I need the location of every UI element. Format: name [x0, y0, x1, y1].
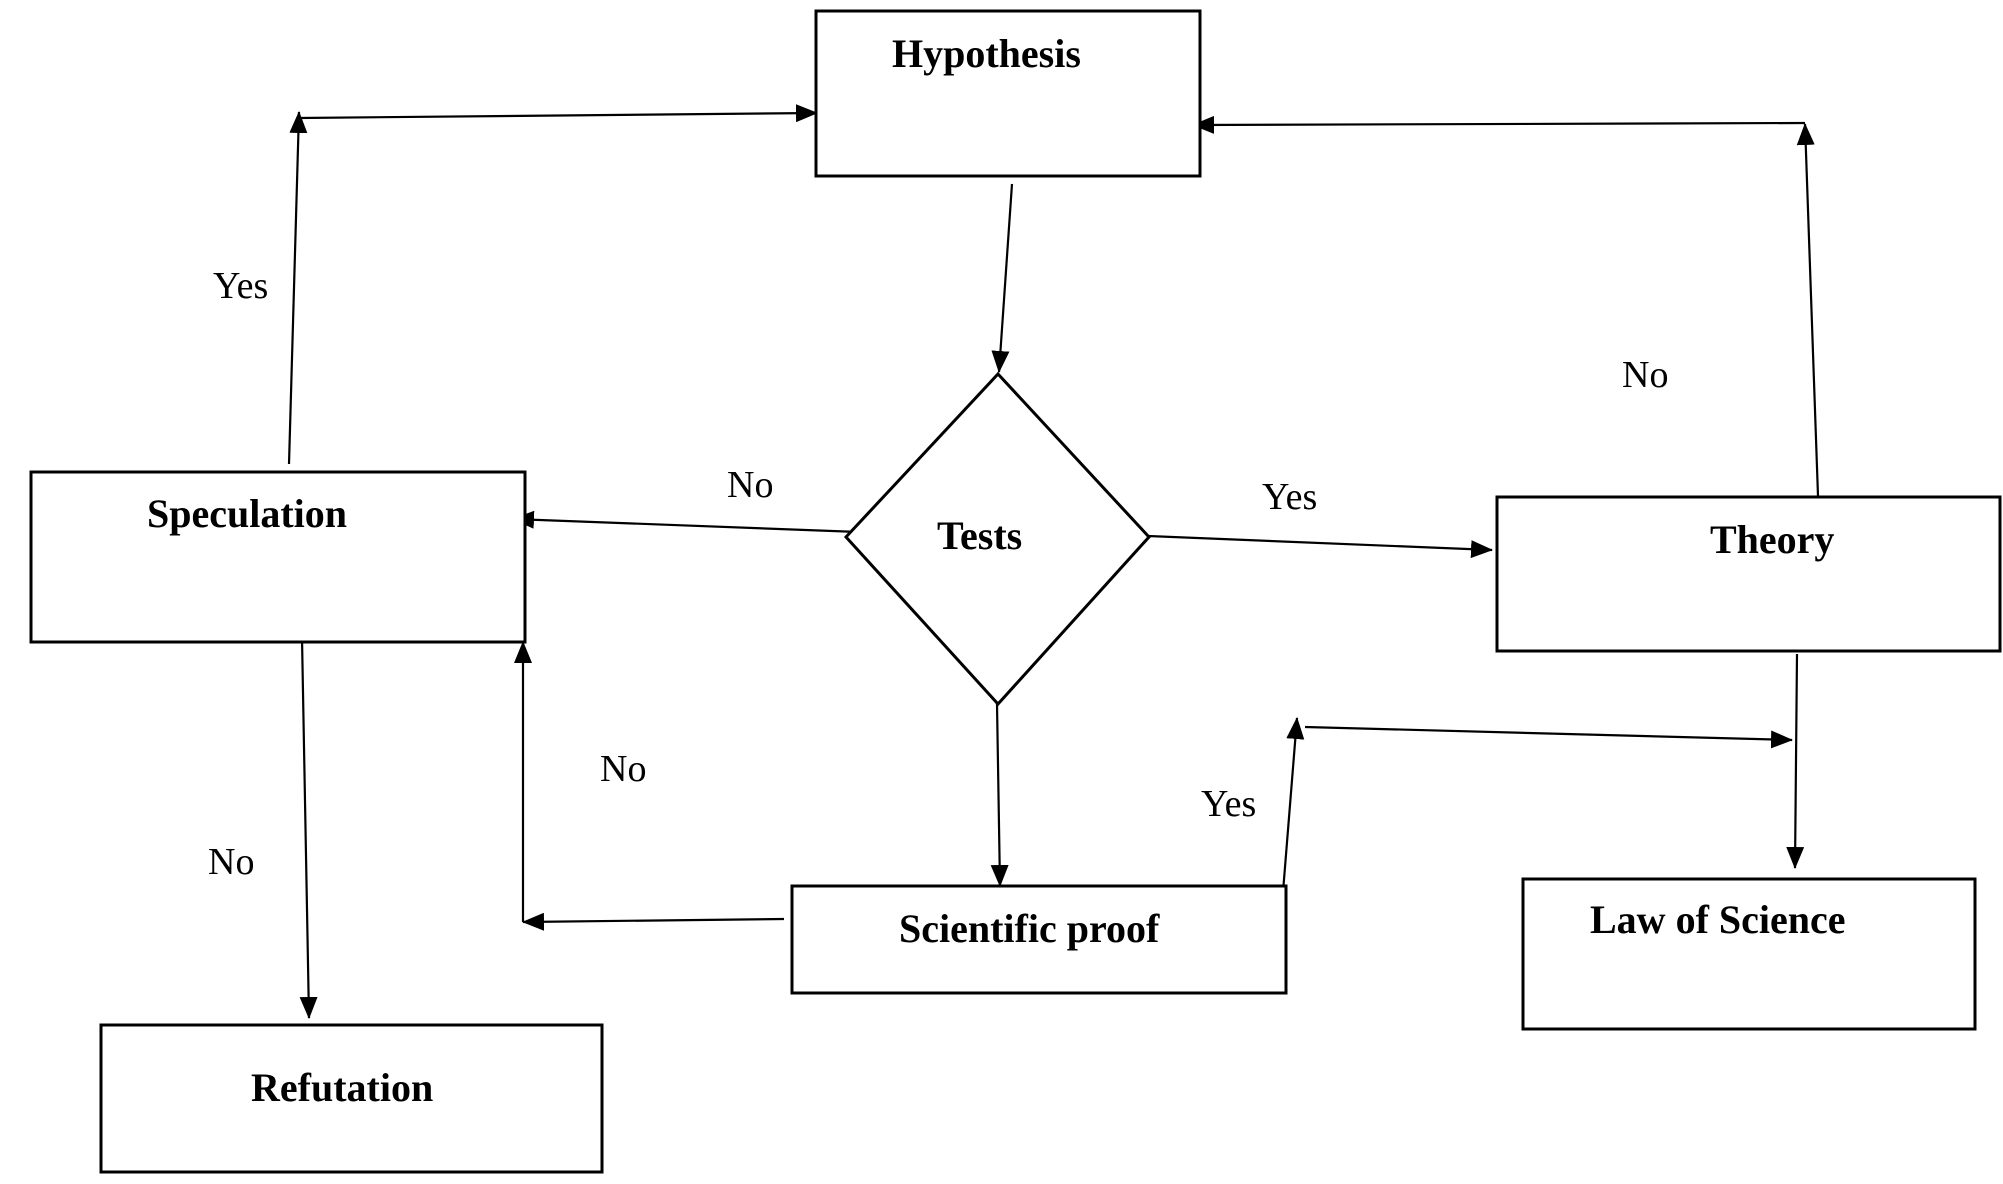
speculation-label: Speculation [147, 491, 347, 536]
speculation-box [29, 470, 527, 644]
edge-label-proof-no: No [600, 748, 646, 790]
law-of-science-label: Law of Science [1590, 897, 1846, 942]
hypothesis-label: Hypothesis [892, 31, 1081, 76]
nodes [29, 9, 2002, 1174]
law-of-science-box [1521, 877, 1977, 1031]
edge-label-theory-no: No [1622, 354, 1668, 396]
edges [287, 104, 1820, 1019]
edge-label-tests-yes: Yes [1262, 476, 1317, 518]
edge-tests-to-proof [990, 703, 1009, 887]
edge-speculation-up [287, 111, 308, 465]
edge-hypothesis-to-tests [991, 183, 1014, 373]
tests-label: Tests [937, 513, 1022, 558]
edge-tests-to-speculation [512, 510, 860, 534]
tests-diamond [843, 371, 1152, 707]
node-labels: Hypothesis Tests Speculation Theory Scie… [147, 31, 1846, 1110]
edge-label-tests-no: No [727, 464, 773, 506]
scientific-proof-label: Scientific proof [899, 906, 1160, 951]
edge-proof-left [522, 912, 785, 931]
hypothesis-box [814, 9, 1202, 178]
edge-tests-to-theory [1147, 534, 1493, 559]
edge-to-hypothesis-left [298, 104, 818, 123]
edge-label-speculation-yes: Yes [213, 265, 268, 307]
edge-theory-to-law [1786, 653, 1805, 869]
edge-speculation-to-refutation [299, 637, 318, 1019]
refutation-box [99, 1023, 604, 1174]
scientific-proof-box [790, 884, 1288, 995]
edge-to-law-horizontal [1304, 725, 1793, 749]
edge-theory-up [1796, 123, 1820, 497]
edge-labels: Yes No Yes No No Yes No [208, 265, 1668, 883]
edge-proof-up [1281, 717, 1305, 893]
theory-label: Theory [1710, 517, 1834, 562]
refutation-label: Refutation [251, 1065, 433, 1110]
theory-box [1495, 495, 2002, 653]
edge-label-proof-yes: Yes [1201, 783, 1256, 825]
edge-label-speculation-no: No [208, 841, 254, 883]
edge-to-hypothesis-right [1192, 115, 1806, 134]
